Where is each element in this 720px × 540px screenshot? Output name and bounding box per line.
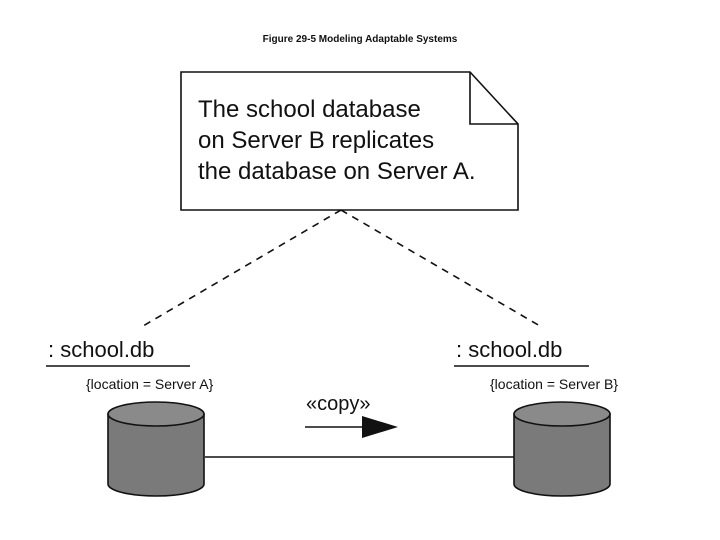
- note-fold: [469, 72, 518, 125]
- note-body: [180, 71, 519, 211]
- note-line: The school database: [198, 96, 421, 123]
- note-anchor-left: [142, 209, 342, 327]
- node-a-name: : school.db: [48, 337, 155, 362]
- database-cylinder-icon: [107, 401, 205, 497]
- note-line: the database on Server A.: [198, 158, 476, 185]
- node-b-name: : school.db: [456, 337, 563, 362]
- filled-triangle-arrow-icon: [305, 416, 398, 438]
- note-line: on Server B replicates: [198, 127, 435, 154]
- node-a-tagged-value: {location = Server A}: [86, 376, 214, 392]
- note-shape: [180, 71, 519, 211]
- figure-caption: Figure 29-5 Modeling Adaptable Systems: [262, 34, 458, 45]
- copy-stereotype-label: «copy»: [306, 393, 371, 415]
- note-text: The school database on Server B replicat…: [198, 94, 538, 187]
- database-cylinder-icon: [513, 401, 611, 497]
- note-anchor-right: [340, 209, 541, 327]
- node-b-tagged-value: {location = Server B}: [490, 376, 619, 392]
